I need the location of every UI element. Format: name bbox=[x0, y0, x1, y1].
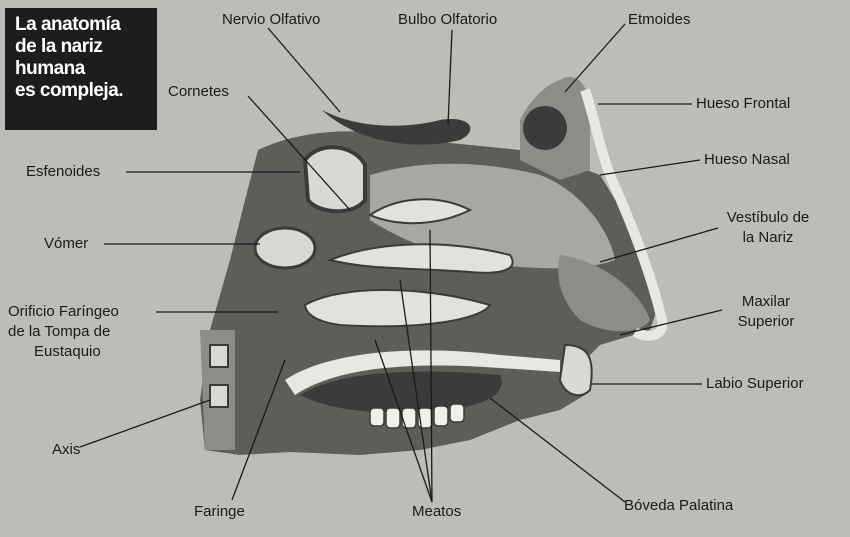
label-vestibulo: Vestíbulo de la Nariz bbox=[708, 208, 828, 248]
caption-line-2: de la nariz bbox=[15, 36, 157, 58]
leader-bulbo-olfatorio bbox=[448, 30, 452, 125]
caption-box: La anatomía de la nariz humana es comple… bbox=[5, 8, 157, 130]
label-vestibulo-line-1: Vestíbulo de bbox=[708, 208, 828, 228]
label-orificio-line-1: Orificio Faríngeo bbox=[8, 302, 119, 322]
leader-etmoides bbox=[565, 24, 625, 92]
label-boveda-palatina: Bóveda Palatina bbox=[624, 496, 733, 516]
label-maxilar-line-1: Maxilar bbox=[716, 292, 816, 312]
label-hueso-nasal: Hueso Nasal bbox=[704, 150, 790, 170]
leader-meatos-2 bbox=[400, 280, 432, 502]
label-etmoides: Etmoides bbox=[628, 10, 691, 30]
leader-hueso-nasal bbox=[600, 160, 700, 175]
label-bulbo-olfatorio: Bulbo Olfatorio bbox=[398, 10, 497, 30]
label-labio-superior: Labio Superior bbox=[706, 374, 804, 394]
label-vomer: Vómer bbox=[44, 234, 88, 254]
leader-faringe bbox=[232, 360, 285, 500]
leader-nervio-olfativo bbox=[268, 28, 340, 112]
label-esfenoides: Esfenoides bbox=[26, 162, 100, 182]
leader-axis bbox=[80, 400, 210, 447]
label-orificio-line-3: Eustaquio bbox=[8, 342, 119, 362]
label-nervio-olfativo: Nervio Olfativo bbox=[222, 10, 320, 30]
label-hueso-frontal: Hueso Frontal bbox=[696, 94, 790, 114]
leader-maxilar bbox=[620, 310, 722, 335]
caption-line-1: La anatomía bbox=[15, 14, 157, 36]
label-cornetes: Cornetes bbox=[168, 82, 229, 102]
label-vestibulo-line-2: la Nariz bbox=[708, 228, 828, 248]
label-faringe: Faringe bbox=[194, 502, 245, 522]
label-meatos: Meatos bbox=[412, 502, 461, 522]
leader-vestibulo bbox=[600, 228, 718, 262]
label-axis: Axis bbox=[52, 440, 80, 460]
label-maxilar-line-2: Superior bbox=[716, 312, 816, 332]
leader-meatos-1 bbox=[375, 340, 432, 502]
leader-cornetes bbox=[248, 96, 350, 210]
label-orificio-line-2: de la Tompa de bbox=[8, 322, 119, 342]
label-orificio: Orificio Faríngeo de la Tompa de Eustaqu… bbox=[8, 302, 119, 362]
label-maxilar: Maxilar Superior bbox=[716, 292, 816, 332]
leader-boveda bbox=[490, 398, 625, 502]
leader-meatos-3 bbox=[430, 230, 432, 502]
caption-line-4: es compleja. bbox=[15, 80, 157, 102]
caption-line-3: humana bbox=[15, 58, 157, 80]
